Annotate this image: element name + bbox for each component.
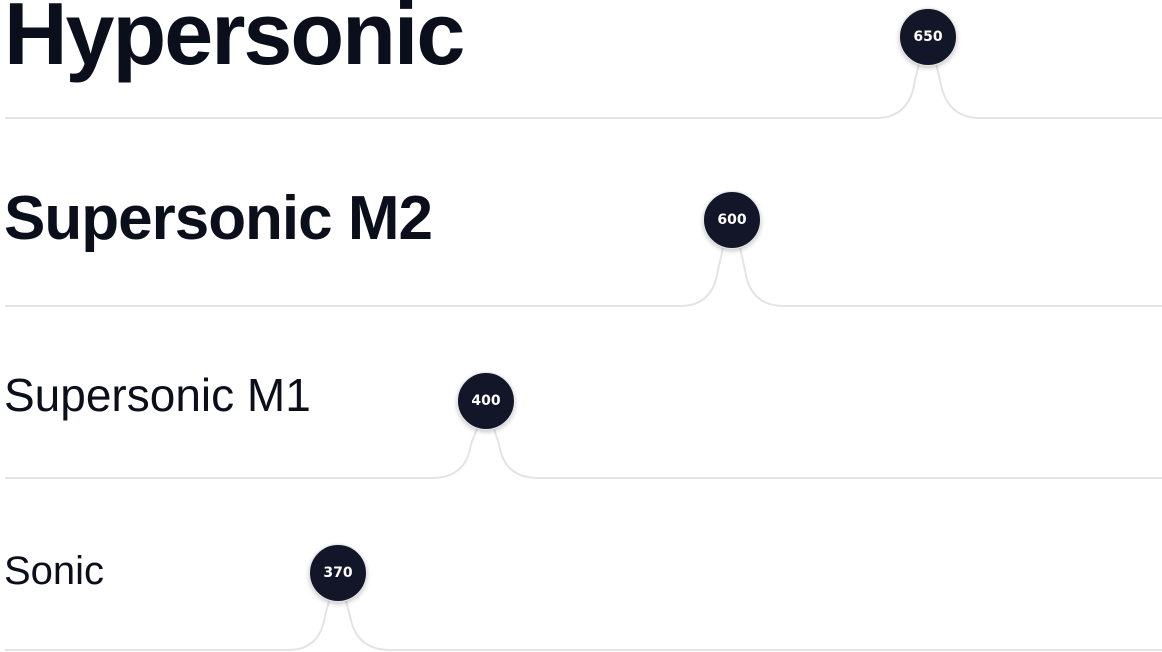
tier-name: Hypersonic xyxy=(4,0,465,83)
tier-row-supersonic-m2: Supersonic M2 600 xyxy=(0,122,1162,308)
tier-row-sonic: Sonic 370 xyxy=(0,480,1162,652)
tier-name: Supersonic M2 xyxy=(4,184,433,253)
tier-row-supersonic-m1: Supersonic M1 400 xyxy=(0,308,1162,480)
tier-value-badge[interactable]: 650 xyxy=(899,8,957,66)
tier-value-badge[interactable]: 400 xyxy=(457,372,515,430)
tier-divider xyxy=(5,63,1162,119)
tier-divider xyxy=(5,247,1162,307)
tier-value-badge[interactable]: 370 xyxy=(309,544,367,602)
tier-name: Sonic xyxy=(4,549,105,593)
tier-row-hypersonic: Hypersonic 650 xyxy=(0,0,1162,122)
tier-divider xyxy=(5,600,1162,651)
tier-value-badge[interactable]: 600 xyxy=(703,191,761,249)
tier-divider xyxy=(5,428,1162,479)
tier-name: Supersonic M1 xyxy=(4,369,311,421)
